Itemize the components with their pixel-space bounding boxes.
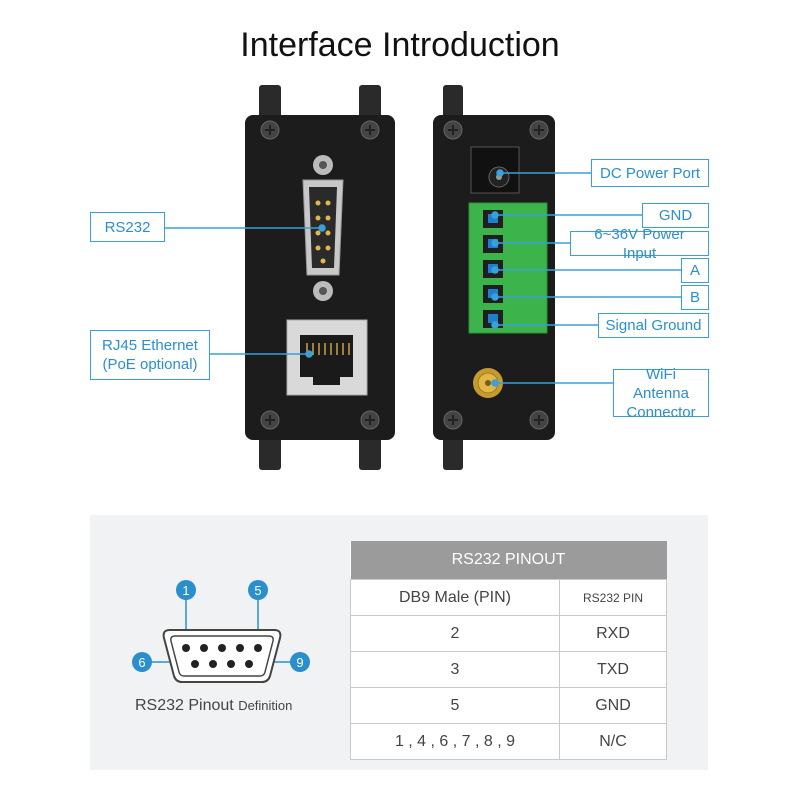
db9-caption-sub: Definition	[238, 698, 293, 713]
rj45-port	[286, 319, 368, 396]
terminal-block	[468, 202, 548, 334]
callout-dc-power: DC Power Port	[591, 159, 709, 187]
callout-rj45: RJ45 Ethernet (PoE optional)	[90, 330, 210, 380]
db9-shell-icon	[162, 629, 282, 683]
pin-6-marker: 6	[132, 652, 152, 672]
pin-9-marker: 9	[290, 652, 310, 672]
pin-number-cell: 2	[350, 615, 560, 652]
pinout-table: RS232 PINOUT DB9 Male (PIN) RS232 PIN 2 …	[350, 541, 668, 760]
db9-caption: RS232 Pinout Definition	[135, 697, 292, 715]
pin-5-label: 5	[254, 583, 261, 598]
pinout-col1-header: DB9 Male (PIN)	[350, 579, 560, 616]
callout-rs232: RS232	[90, 212, 165, 242]
callout-a-label: A	[689, 262, 700, 279]
signal-cell: RXD	[558, 615, 668, 652]
signal-cell: N/C	[558, 723, 668, 760]
pinout-table-title: RS232 PINOUT	[350, 541, 667, 580]
pin-9-label: 9	[296, 655, 303, 670]
device-rear-view	[433, 85, 555, 470]
signal-cell: GND	[558, 687, 668, 724]
table-row: 2 RXD	[350, 615, 668, 652]
pin-1-marker: 1	[176, 580, 196, 600]
db9-pinout-diagram: 1 5 6 9	[132, 580, 310, 683]
callout-gnd: GND	[642, 203, 709, 228]
callout-wifi-line1: WiFi Antenna	[633, 365, 689, 402]
callout-a: A	[681, 258, 709, 283]
pin-number-cell: 5	[350, 687, 560, 724]
table-row: 5 GND	[350, 687, 668, 724]
callout-wifi-antenna: WiFi Antenna Connector	[613, 366, 709, 421]
callout-signal-ground: Signal Ground	[598, 313, 709, 338]
callout-dc-power-label: DC Power Port	[599, 164, 701, 182]
table-row: 3 TXD	[350, 651, 668, 688]
callout-b: B	[681, 285, 709, 310]
pin-6-label: 6	[138, 655, 145, 670]
pin-5-marker: 5	[248, 580, 268, 600]
pin-number-cell: 1 , 4 , 6 , 7 , 8 , 9	[350, 723, 560, 760]
callout-rs232-label: RS232	[104, 218, 151, 236]
callout-power-input: 6~36V Power Input	[570, 226, 709, 262]
dc-power-jack	[470, 146, 520, 194]
callout-b-label: B	[689, 289, 700, 306]
callout-wifi-line2: Connector	[626, 403, 696, 421]
pin-1-label: 1	[182, 583, 189, 598]
callout-signal-ground-label: Signal Ground	[605, 317, 702, 334]
signal-cell: TXD	[558, 651, 668, 688]
page-title: Interface Introduction	[240, 26, 560, 64]
pinout-col2-header: RS232 PIN	[558, 579, 668, 616]
callout-rj45-line2: (PoE optional)	[102, 356, 198, 373]
callout-power-input-label: 6~36V Power Input	[594, 225, 685, 262]
db9-caption-main: RS232 Pinout	[135, 697, 234, 714]
pin-number-cell: 3	[350, 651, 560, 688]
callout-rj45-line1: RJ45 Ethernet	[102, 337, 198, 354]
callout-gnd-label: GND	[658, 207, 693, 224]
table-row: 1 , 4 , 6 , 7 , 8 , 9 N/C	[350, 723, 668, 760]
